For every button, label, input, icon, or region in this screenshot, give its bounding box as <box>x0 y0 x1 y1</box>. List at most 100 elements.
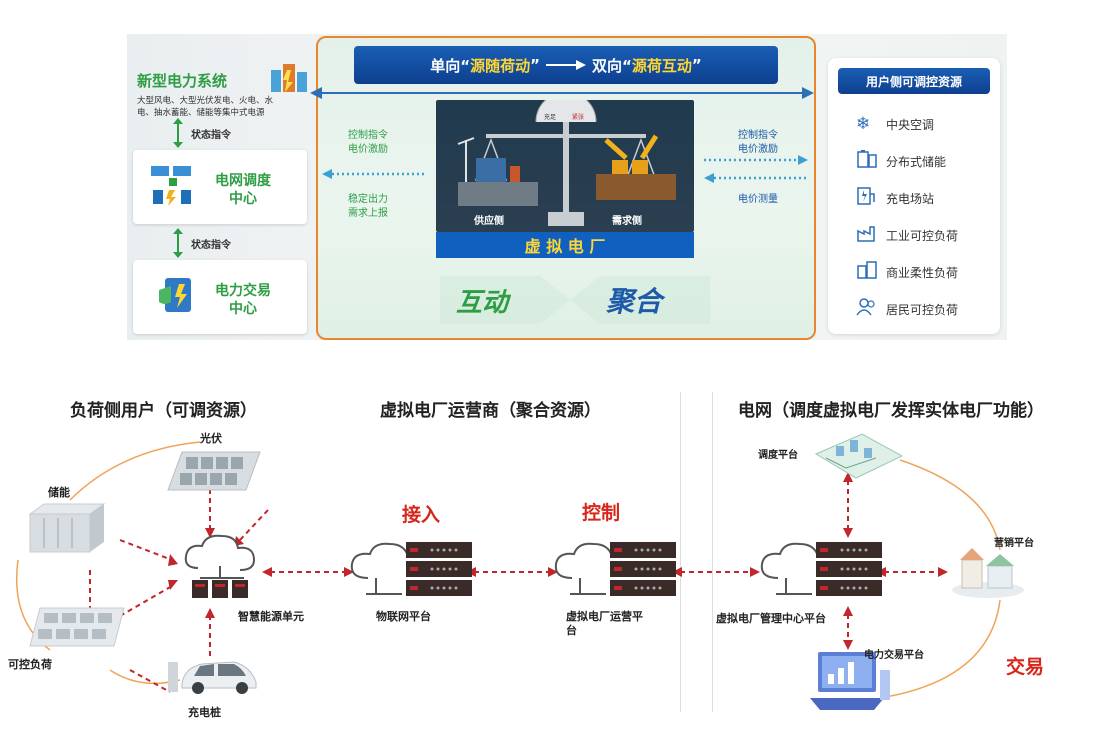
resource-label: 商业柔性负荷 <box>886 265 959 280</box>
power-system-title: 新型电力系统 <box>137 72 228 90</box>
banner-source-load-interaction: 源荷互动 <box>631 56 692 75</box>
marketing-platform-icon <box>952 548 1024 598</box>
pv-label: 光伏 <box>200 432 222 445</box>
right-panel-title-bar: 用户侧可调控资源 <box>838 68 990 94</box>
status-command-2: 状态指令 <box>191 240 231 251</box>
trading-center-box[interactable]: 电力交易 中心 <box>133 260 307 334</box>
resource-label: 工业可控负荷 <box>886 228 959 243</box>
charging-station-icon <box>856 186 886 210</box>
separator-1 <box>680 392 681 712</box>
charging-car-icon <box>168 661 257 694</box>
right-dotted-arrow-in <box>704 173 808 183</box>
power-plant-icon <box>271 64 307 92</box>
resource-item-charging-station[interactable]: 充电场站 <box>856 187 996 209</box>
left-demand-report: 需求上报 <box>348 208 388 219</box>
banner-quote-close-2: ” <box>691 56 702 74</box>
banner-source-follows-load: 源随荷动 <box>470 56 531 75</box>
status-command-1: 状态指令 <box>191 130 231 141</box>
factory-icon <box>856 223 886 247</box>
solar-dispatch-icon <box>151 166 191 206</box>
grid-dispatch-box[interactable]: 电网调度 中心 <box>133 150 307 224</box>
banner-two-way: 双向“ <box>592 56 632 75</box>
left-price-incentive: 电价激励 <box>348 144 388 155</box>
trading-platform-icon <box>810 652 890 710</box>
right-price-incentive: 电价激励 <box>738 144 778 155</box>
smart-energy-unit-label: 智慧能源单元 <box>238 610 304 623</box>
iot-server-icon <box>350 542 472 596</box>
resource-item-distributed-storage[interactable]: 分布式储能 <box>856 150 996 172</box>
resource-label: 分布式储能 <box>886 154 947 169</box>
resource-label: 居民可控负荷 <box>886 302 959 317</box>
interaction-aggregation-arrows <box>440 276 710 324</box>
dispatch-platform-label: 调度平台 <box>758 450 798 461</box>
vpp-title: 虚 拟 电 厂 <box>524 237 606 256</box>
storage-cabinet-icon <box>28 503 106 553</box>
vpp-mgmt-center-label: 虚拟电厂管理中心平台 <box>716 612 826 625</box>
trading-line1: 电力交易 <box>215 283 271 299</box>
building-icon <box>856 260 886 284</box>
vpp-mgmt-server-icon <box>760 542 882 596</box>
resource-item-industrial-load[interactable]: 工业可控负荷 <box>856 224 996 246</box>
trading-label: 交易 <box>1006 656 1045 678</box>
left-dotted-arrow <box>322 169 426 179</box>
vertical-arrow-1 <box>173 118 183 148</box>
vpp-operation-label-1: 虚拟电厂运营平 <box>566 610 643 623</box>
right-control-command: 控制指令 <box>738 130 778 141</box>
supply-side-label: 供应侧 <box>474 216 504 227</box>
section-load-users: 负荷侧用户（可调资源） <box>70 401 257 421</box>
scale-tag-sufficient: 充足 <box>544 114 557 121</box>
resource-item-commercial-load[interactable]: 商业柔性负荷 <box>856 261 996 283</box>
left-control-command: 控制指令 <box>348 130 388 141</box>
vpp-scale-image: 充足 紧张 供应侧 需求侧 <box>436 100 694 232</box>
scale-tag-tight: 紧张 <box>572 114 585 121</box>
pv-panel-icon <box>167 451 261 491</box>
interaction-text: 互动 <box>456 288 509 318</box>
resource-label: 中央空调 <box>886 117 935 132</box>
right-dotted-arrow-out <box>704 155 808 165</box>
controllable-load-label: 可控负荷 <box>8 658 52 671</box>
resource-label: 充电场站 <box>886 191 935 206</box>
separator-2 <box>712 392 713 712</box>
controllable-load-icon <box>29 607 125 647</box>
section-grid: 电网（调度虚拟电厂发挥实体电厂功能） <box>738 401 1044 421</box>
resource-item-central-ac[interactable]: ❄ 中央空调 <box>856 113 996 135</box>
dispatch-platform-icon <box>814 433 904 479</box>
trading-line2: 中心 <box>229 301 257 317</box>
access-label: 接入 <box>402 504 441 526</box>
section-vpp-operator: 虚拟电厂运营商（聚合资源） <box>380 401 601 421</box>
grid-dispatch-line1: 电网调度 <box>215 173 271 189</box>
banner-one-way: 单向“ <box>430 56 471 75</box>
right-price-measure: 电价测量 <box>738 194 778 205</box>
left-stable-output: 稳定出力 <box>348 194 388 205</box>
banner-quote-close-1: ” <box>530 56 540 74</box>
vpp-title-bar: 虚 拟 电 厂 <box>436 232 694 258</box>
balance-scale-icon <box>457 100 676 226</box>
resource-item-residential-load[interactable]: 居民可控负荷 <box>856 298 996 320</box>
right-panel <box>828 58 1000 334</box>
vpp-operation-label-2: 台 <box>566 624 577 637</box>
storage-label: 储能 <box>48 486 70 499</box>
power-system-desc-2: 电、抽水蓄能、储能等集中式电源 <box>137 108 265 118</box>
power-system-desc-1: 大型风电、大型光伏发电、火电、水 <box>137 96 274 106</box>
demand-side-label: 需求侧 <box>612 216 642 227</box>
control-label: 控制 <box>582 502 621 524</box>
source-load-banner: 单向“ 源随荷动 ” 双向“ 源荷互动 ” <box>354 46 778 84</box>
trading-shield-icon <box>159 278 191 312</box>
long-double-arrow <box>310 87 814 99</box>
grid-dispatch-line2: 中心 <box>229 191 257 207</box>
smart-energy-cloud-icon <box>184 534 256 598</box>
iot-platform-label: 物联网平台 <box>376 610 431 623</box>
people-icon <box>856 297 886 321</box>
banner-arrow-icon <box>546 56 586 74</box>
bottom-connectors <box>15 441 1001 699</box>
right-panel-title: 用户侧可调控资源 <box>865 74 962 89</box>
left-panel: 新型电力系统 大型风电、大型光伏发电、火电、水 电、抽水蓄能、储能等集中式电源 … <box>127 34 313 340</box>
battery-icon <box>856 149 886 173</box>
snowflake-icon: ❄ <box>856 114 871 134</box>
power-trading-platform-label: 电力交易平台 <box>864 650 924 661</box>
vertical-arrow-2 <box>173 228 183 258</box>
charging-pile-label: 充电桩 <box>188 706 221 719</box>
aggregation-text: 聚合 <box>606 285 663 318</box>
marketing-platform-label: 营销平台 <box>994 538 1034 549</box>
vpp-operation-server-icon <box>554 542 676 596</box>
